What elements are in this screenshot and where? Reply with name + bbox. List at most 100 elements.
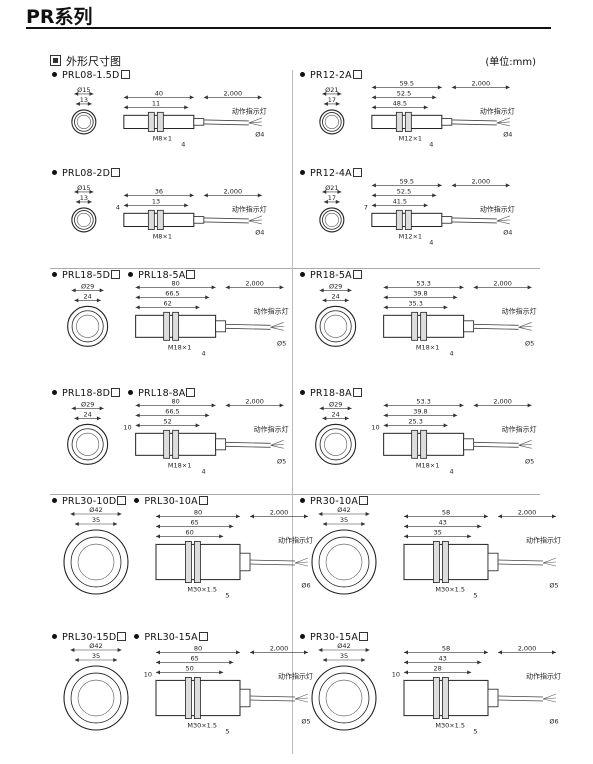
- front-view-outer: [67, 305, 109, 347]
- front-outer-diameter: Ø21: [325, 86, 338, 94]
- cable: [249, 695, 296, 702]
- cable: [203, 119, 249, 126]
- dim-s1: 4: [202, 467, 206, 475]
- cable-gland: [463, 438, 475, 451]
- wire-diameter: Ø6: [549, 718, 558, 726]
- front-view-outer: [63, 665, 129, 731]
- front-view-outer: [71, 207, 97, 233]
- cable: [497, 695, 544, 702]
- cable: [497, 559, 544, 566]
- dim-total: 80: [172, 279, 180, 287]
- option-box-icon: [120, 70, 130, 79]
- dim-total: 53.3: [416, 279, 430, 287]
- dim-len3: 25.3: [408, 417, 422, 425]
- dim-cable: 2,000: [224, 187, 243, 195]
- dim-total: 59.5: [400, 177, 414, 185]
- dim-len2: 43: [438, 654, 446, 662]
- page-title: PR系列: [26, 6, 93, 28]
- bullet-icon: [52, 390, 57, 395]
- cable-gland: [193, 216, 205, 224]
- nut-2: [172, 429, 180, 459]
- wire-diameter: Ø5: [549, 582, 558, 590]
- nut-2: [193, 540, 201, 584]
- unit-label: (单位:mm): [485, 57, 536, 68]
- bullet-icon: [134, 498, 140, 503]
- dim-len3: 60: [185, 528, 193, 536]
- indicator-label: 动作指示灯: [480, 204, 515, 213]
- section-title: 外形尺寸图: [50, 53, 121, 69]
- dim-cable: 2,000: [245, 279, 264, 287]
- dim-total: 59.5: [400, 79, 414, 87]
- cable-gland: [441, 118, 453, 126]
- front-inner-size: 17: [328, 96, 336, 104]
- dim-len2: 13: [152, 197, 160, 205]
- bullet-icon: [300, 634, 305, 639]
- wire-diameter: Ø5: [525, 339, 534, 347]
- bullet-icon: [134, 634, 140, 639]
- model-name: PR30-15A: [310, 632, 359, 643]
- front-outer-diameter: Ø42: [337, 506, 350, 514]
- nut-2: [193, 676, 201, 720]
- dim-total: 40: [155, 89, 163, 97]
- dim-cable: 2,000: [518, 508, 537, 516]
- thread-label: M8×1: [153, 233, 172, 241]
- indicator-label: 动作指示灯: [254, 306, 289, 315]
- indicator-label: 动作指示灯: [502, 306, 537, 315]
- dim-len2: 43: [438, 518, 446, 526]
- cable: [249, 559, 296, 566]
- cable: [225, 441, 271, 448]
- thread-label: M30×1.5: [435, 586, 465, 594]
- nut-1: [147, 209, 155, 230]
- cable-gland: [463, 320, 475, 333]
- nut-2: [172, 311, 180, 341]
- dim-cable: 2,000: [270, 508, 289, 516]
- indicator-label: 动作指示灯: [278, 535, 313, 544]
- cable-gland: [441, 216, 453, 224]
- front-inner-size: 24: [332, 292, 340, 300]
- wire-diameter: Ø4: [503, 131, 512, 139]
- indicator-label: 动作指示灯: [526, 535, 561, 544]
- dim-len3: 35.3: [408, 299, 422, 307]
- model-label: PR18-8A: [300, 388, 362, 399]
- nut-1: [432, 540, 440, 584]
- nut-1: [395, 111, 403, 132]
- dim-s1: 4: [450, 349, 454, 357]
- nut-1: [395, 209, 403, 230]
- nut-1: [163, 311, 171, 341]
- model-name: PRL30-10A: [144, 496, 198, 507]
- thread-label: M8×1: [153, 135, 172, 143]
- front-inner-size: 35: [92, 652, 100, 660]
- dim-len2: 52.5: [397, 187, 411, 195]
- dim-len3: 28: [433, 664, 441, 672]
- section-divider: [50, 268, 540, 269]
- cable: [225, 323, 271, 330]
- front-outer-diameter: Ø42: [337, 642, 350, 650]
- dim-total: 58: [442, 644, 450, 652]
- indicator-label: 动作指示灯: [480, 106, 515, 115]
- dim-total: 36: [155, 187, 163, 195]
- front-view-outer: [311, 529, 377, 595]
- cable-gland: [239, 688, 251, 708]
- model-label: PR30-10A: [300, 496, 369, 507]
- front-outer-diameter: Ø42: [89, 506, 102, 514]
- front-inner-size: 13: [80, 194, 88, 202]
- dim-len2: 39.8: [413, 289, 427, 297]
- bullet-icon: [300, 390, 305, 395]
- dim-cable: 2,000: [245, 397, 264, 405]
- nut-2: [404, 111, 412, 132]
- front-inner-size: 24: [84, 410, 92, 418]
- bullet-icon: [52, 170, 57, 175]
- option-box-icon: [198, 632, 208, 641]
- cable: [451, 119, 497, 126]
- thread-label: M18×1: [416, 461, 439, 469]
- wire-diameter: Ø5: [277, 339, 286, 347]
- dim-s1: 4: [429, 239, 433, 247]
- front-view-outer: [319, 207, 345, 233]
- bullet-icon: [300, 498, 305, 503]
